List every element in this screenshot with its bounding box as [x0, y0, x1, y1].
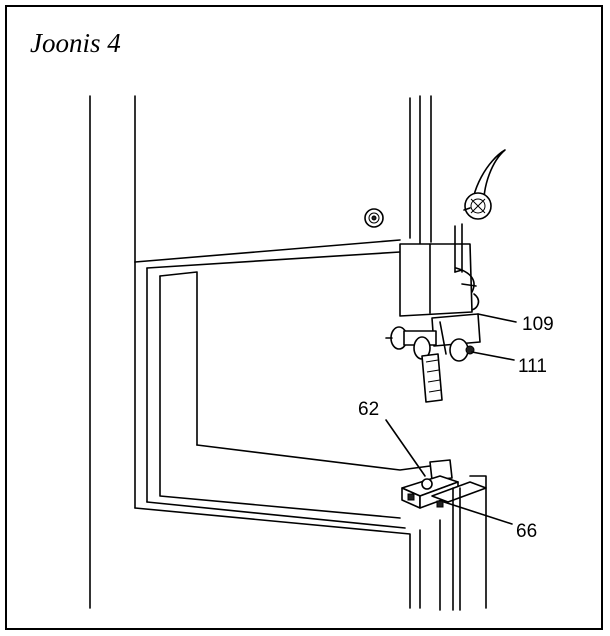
figure-caption: Joonis 4	[30, 28, 121, 58]
callout-111: 111	[518, 356, 547, 377]
upper-blade-guide	[385, 313, 481, 362]
throat-frame	[134, 251, 431, 609]
guide-post-bracket	[399, 223, 480, 317]
saw-blade	[421, 353, 443, 403]
callout-66: 66	[516, 521, 537, 542]
tension-knob-icon	[364, 208, 384, 228]
figure-frame	[5, 5, 603, 630]
callout-62: 62	[358, 399, 379, 420]
handwheel-icon	[463, 149, 506, 220]
table-edge	[439, 475, 487, 611]
lower-blade-guide	[401, 459, 487, 509]
upper-wheel-housing	[134, 95, 432, 263]
callout-leaders	[385, 313, 517, 525]
callout-109: 109	[522, 314, 554, 335]
